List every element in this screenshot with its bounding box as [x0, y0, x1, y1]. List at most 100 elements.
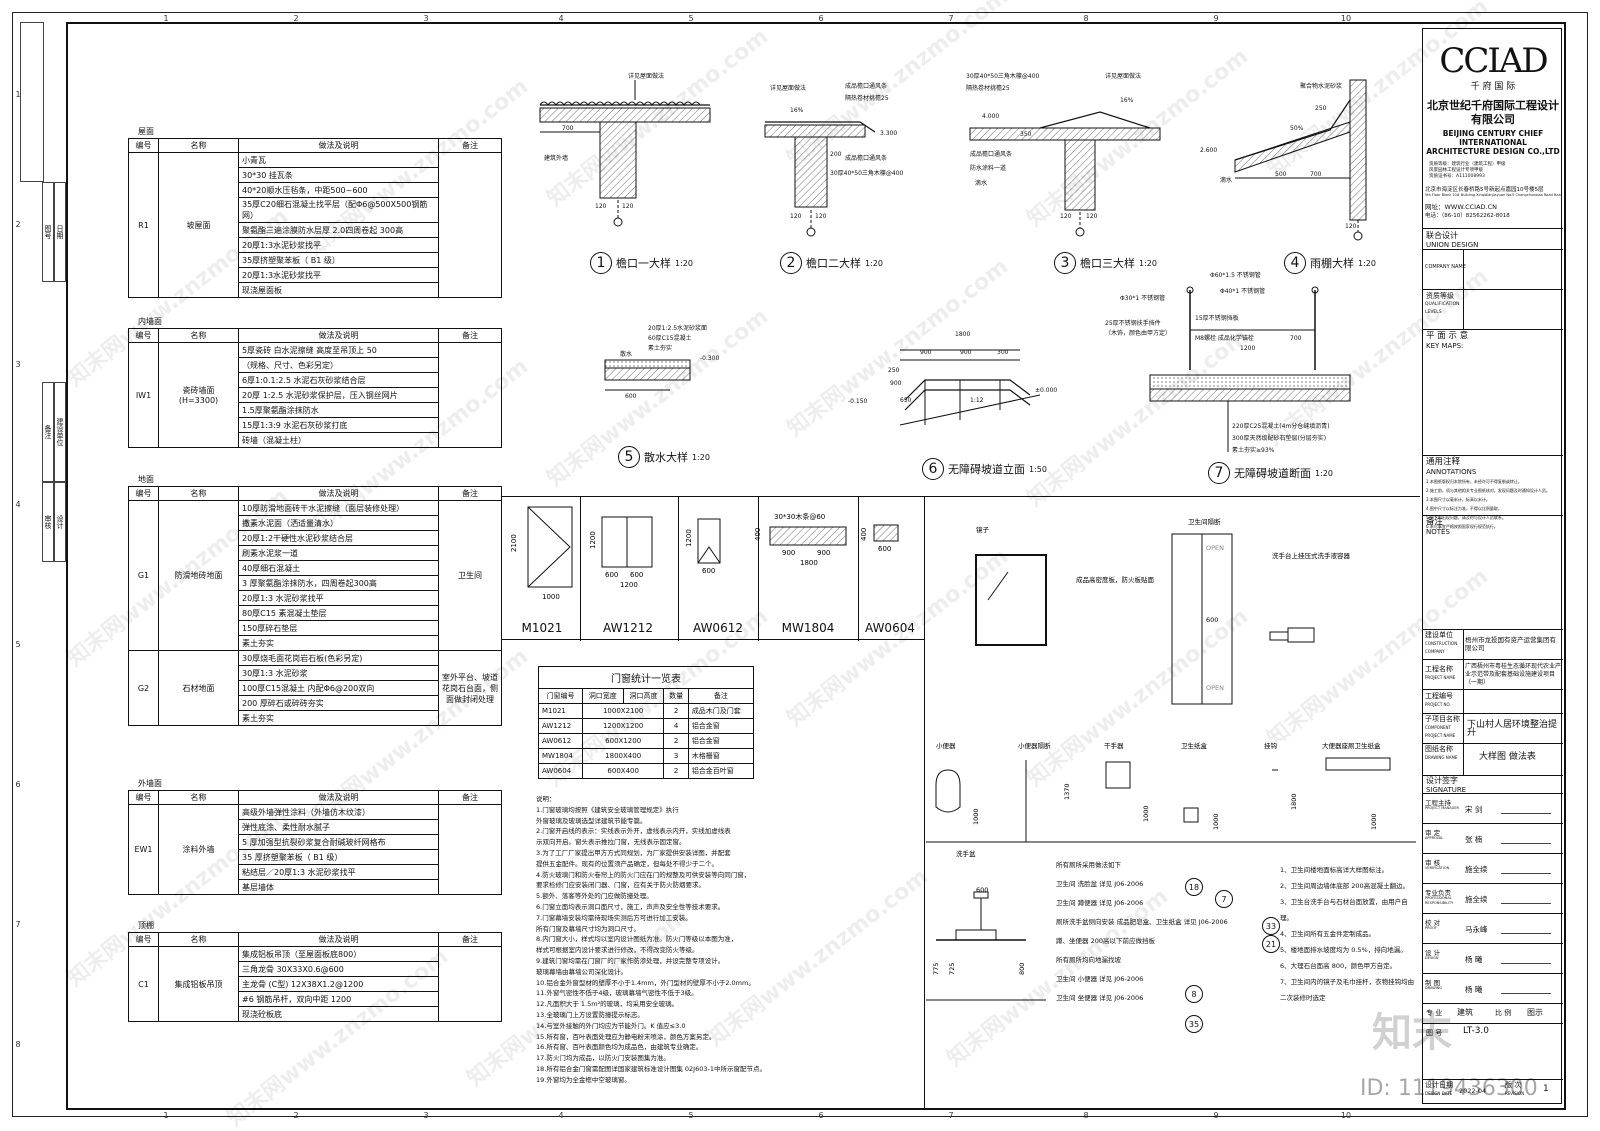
slope-label: 16% [790, 107, 804, 114]
company-logo: CCIAD [1439, 41, 1548, 81]
spec-desc: 20厚1:3水泥砂浆找平 [238, 267, 439, 283]
grid-label: 6 [818, 14, 824, 23]
callout-label: 详见屋面做法 [1105, 72, 1141, 80]
elev-label: 3.300 [880, 130, 897, 137]
note-line: 2.门窗开启线的表示：实线表示外开，虚线表示内开，实线加虚线表 [536, 827, 731, 836]
grid-label: 1 [163, 14, 169, 23]
role-label-en: DESIGN [1425, 956, 1439, 960]
role-label-en: VERIFICATION [1425, 866, 1450, 870]
svg-text:1000: 1000 [972, 808, 980, 825]
callout-label: M8螺栓 成品化学锚栓 [1195, 334, 1254, 342]
spec-line: 厕所洗手盆侧向安装 成品肥皂盒、卫生纸盒 详见 J06-2006 [1056, 918, 1228, 926]
signature-mark [1500, 802, 1556, 814]
svg-text:900: 900 [782, 549, 795, 557]
schedule-cell: 铝合金窗 [687, 733, 755, 749]
brand-watermark: 知末 [1372, 1010, 1452, 1056]
spec-desc: 35厚挤塑聚苯板（ B1 级） [238, 252, 439, 268]
callout-label: Φ60*1.5 不锈钢管 [1210, 271, 1261, 279]
spec-name: 防滑地砖地面 [158, 500, 239, 651]
grid-label: 3 [423, 1111, 429, 1120]
door-notes: 说明： 1.门窗玻璃均按照《建筑安全玻璃管理规定》执行 外窗玻璃及玻璃选型详建筑… [536, 795, 766, 1084]
callout-label: （木饰，颜色由甲方定） [1105, 329, 1171, 337]
spec-name-text: 坡屋面 [186, 220, 211, 230]
dim-label: 120 [1086, 213, 1098, 220]
spec-desc: 5 厚加强型抗裂砂浆复合耐碱玻纤网格布 [238, 834, 439, 850]
bathroom-details: 镜子 卫生间隔断 洗手台上挂压式洗手液容器 OPEN OPEN 成品高密度板，防… [926, 517, 1416, 1001]
role-name: 施全续 [1465, 895, 1488, 904]
note-line: 示双向开启。窗头表示推拉门窗，无线表示固定窗。 [536, 838, 686, 847]
company-header: CCIAD 千 府 国 际 北京世纪千府国际工程设计有限公司 BEIJING C… [1423, 29, 1563, 229]
note-line: 17.防火门均为成品，以防火门安装图集为准。 [536, 1054, 670, 1063]
dim-label: 1800 [955, 331, 970, 338]
client-name: 梧州市龙投国有资产运营集团有限公司 [1465, 636, 1556, 652]
spec-name-text: 瓷砖墙面 [182, 386, 215, 395]
note-line: 5.额外、落客等外处的门应做防撞处理。 [536, 892, 653, 901]
note-line: 18.所有铝合金门窗需配图详国家建筑标准设计图集 02J603-1中所示窗配节点… [536, 1064, 766, 1073]
role-name: 马永峰 [1465, 925, 1488, 934]
note-line: 19.外窗均为全金框中空玻璃窗。 [536, 1075, 631, 1084]
dim-label: 900 [920, 349, 932, 356]
drawing-frame [66, 22, 1566, 1110]
col-header: 做法及说明 [238, 790, 439, 805]
note-line: 2、卫生间周边墙体底部 200高混凝土翻边。 [1280, 882, 1410, 890]
note-line: 1.门窗玻璃均按照《建筑安全玻璃管理规定》执行 [536, 805, 679, 814]
annotation-line: 1.本图纸版权归本院所有，未经许可不得复制或转让。 [1426, 479, 1522, 484]
col-header: 名称 [158, 790, 239, 805]
subproject-name: 下山村人居环境整治提升 [1467, 720, 1558, 738]
spec-desc: 150厚碎石垫层 [238, 620, 439, 636]
schedule-cell: 铝合金窗 [687, 718, 755, 734]
spec-remark: 室外平台、坡道花岗石台面，侧面做封闭处理 [438, 650, 502, 726]
note-line: 6.门窗立面均表示洞口面尺寸，施工，声声及安全性等技术要求。 [536, 902, 725, 911]
dim-label: 600 [625, 393, 637, 400]
grid-label: 10 [1340, 1111, 1352, 1120]
note-line: 所有门窗及幕墙尺寸均为洞口尺寸。 [536, 924, 640, 933]
role-name: 张 楠 [1465, 835, 1483, 844]
spec-desc: 撒素水泥面（洒适量清水） [238, 515, 439, 531]
elev-label: 4.000 [982, 113, 999, 120]
window-elevations: 2100 1000 1200 600 600 1200 1200 600 30*… [502, 496, 924, 641]
note-line: 7、卫生间内的镜子及毛巾挂杆，衣物挂钩均由二次装修时选定 [1280, 978, 1415, 1002]
note-line: 3、卫生台洗手台与石材台面放置，由用户自理。 [1280, 898, 1408, 922]
role-label-en: APPROVAL [1425, 836, 1444, 840]
svg-text:600: 600 [605, 571, 618, 579]
role-label-en: PROOF [1425, 926, 1438, 930]
svg-text:600: 600 [878, 545, 891, 553]
ref-circle: 7 [1215, 890, 1233, 908]
callout-label: 30厚40*50三角木檩@400 [830, 169, 904, 177]
grid-label: 8 [1083, 14, 1089, 23]
spec-desc: #6 钢筋吊杆，双向中距 1200 [238, 991, 439, 1007]
spec-desc: 素土夯实 [238, 635, 439, 651]
note-line: 16.所有窗、百叶表面颜色均为成品色，由建筑专业确定。 [536, 1043, 703, 1052]
elev-label: -0.150 [848, 398, 868, 405]
grid-label: 5 [688, 1111, 694, 1120]
dim-label: 120 [815, 213, 827, 220]
svg-text:600: 600 [1206, 616, 1218, 624]
note-line: 12.凡面积大于 1.5m²的玻璃，均采用安全玻璃。 [536, 1000, 679, 1009]
spec-line: 蹲、坐便器 200高以下前应做挡板 [1056, 937, 1155, 945]
callout-label: 散水 [620, 350, 632, 358]
callout-label: 20厚1:2.5水泥砂浆面 [648, 324, 707, 332]
col-header: 编号 [128, 138, 159, 153]
side-label: 建设单位 [54, 382, 66, 482]
spec-desc: 15厚1:3:9 水泥石灰砂浆打底 [238, 417, 439, 433]
elev-label: 2.600 [1200, 147, 1217, 154]
callout-label: 建筑外墙 [544, 154, 568, 162]
callout-label: 聚合物水泥砂浆 [1300, 82, 1342, 90]
col-header: 编号 [128, 790, 159, 805]
elev-label: -0.300 [700, 355, 720, 362]
note-line: 外窗玻璃及玻璃选型详建筑节能专篇。 [536, 816, 647, 825]
dim-label: 250 [1315, 105, 1327, 112]
callout-label: 滴水 [1220, 176, 1232, 184]
ceiling-section-title: 顶棚 [138, 921, 154, 930]
note-line: 玻璃幕墙由幕墙公司深化设计。 [536, 967, 627, 976]
wall-in-section-title: 内墙面 [138, 317, 162, 326]
